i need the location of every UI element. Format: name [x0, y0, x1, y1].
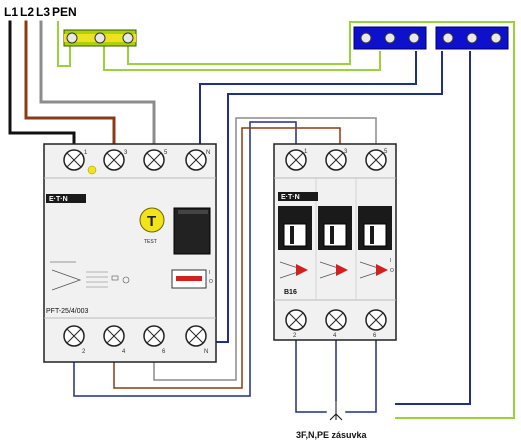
wire-mcb-out-1 — [295, 333, 327, 413]
wire-mcb-out-3 — [345, 333, 377, 413]
mcb-rating: B16 — [284, 289, 297, 296]
rcd-bottom-terminals: 2 4 6 N — [63, 325, 208, 355]
rcd-bottom-terminal-label-4: 4 — [122, 349, 126, 355]
rcd-test-button[interactable] — [139, 207, 165, 233]
socket-label: 3F,N,PE zásuvka — [296, 430, 368, 440]
mcb-trip-indicators — [279, 261, 388, 279]
label-l1: L1 — [4, 5, 18, 19]
rcd-test-label: TEST — [144, 239, 157, 245]
label-pen: PEN — [52, 5, 77, 19]
mcb-status-o: O — [390, 268, 394, 274]
pe-screw-3 — [122, 32, 134, 44]
pe-screw-2 — [94, 32, 106, 44]
rcd-brand: E·T·N — [49, 196, 68, 203]
mcb-levers[interactable] — [278, 206, 392, 250]
rcd-status-o: O — [209, 279, 213, 285]
wire-rcd-l3-out — [153, 117, 377, 381]
wire-pe-main — [127, 21, 515, 419]
mcb-bottom-terminal-label-6: 6 — [373, 333, 377, 339]
label-l2: L2 — [20, 5, 34, 19]
rcd-top-terminals: 1 3 5 N — [63, 149, 210, 171]
wire-pe-bar-1 — [103, 43, 381, 71]
rcd-status-i: I — [209, 270, 210, 276]
rcd-bottom-terminal-label-2: 2 — [82, 349, 86, 355]
rcd-toggle-lever[interactable] — [173, 207, 211, 255]
mcb-bottom-terminal-label-4: 4 — [333, 333, 337, 339]
wires — [8, 20, 515, 419]
mcb-bottom-terminals: 2 4 6 — [285, 309, 387, 339]
wire-n-bar2 — [201, 51, 443, 343]
wire-rcd-l2-out — [113, 127, 341, 389]
mcb-bottom-terminal-label-2: 2 — [293, 333, 297, 339]
supply-labels: L1 L2 L3 PEN — [4, 5, 77, 19]
rcd-bottom-terminal-label-n: N — [204, 349, 208, 355]
rcd-brand-strip — [46, 194, 86, 203]
rcd-top-terminal-label-3: 3 — [124, 150, 128, 156]
mcb-top-terminal-label-1: 1 — [304, 149, 308, 155]
wire-l3 — [39, 20, 156, 154]
wire-l1 — [8, 20, 76, 154]
mcb-brand: E·T·N — [281, 194, 300, 201]
wire-n-supply — [199, 51, 417, 153]
n-terminal-bar-2 — [435, 26, 509, 50]
socket-symbol: 3F,N,PE zásuvka — [296, 400, 368, 440]
rcd-test-button-letter: T — [147, 213, 156, 230]
wire-pen — [57, 21, 71, 67]
rcd-device: 1 3 5 N E·T·N T TEST I O PFT-25/4/003 — [43, 143, 217, 363]
rcd-top-terminal-label-5: 5 — [164, 150, 168, 156]
wire-n-socket — [395, 51, 471, 405]
mcb-top-terminal-label-3: 3 — [344, 149, 348, 155]
rcd-top-terminal-label-n: N — [206, 150, 210, 156]
mcb-top-terminals: 1 3 5 — [285, 149, 388, 171]
mcb-brand-strip — [278, 192, 318, 201]
rcd-bottom-terminal-label-6: 6 — [162, 349, 166, 355]
n-terminal-bar-1 — [353, 26, 427, 50]
pe-terminal-bar — [63, 29, 137, 47]
mcb-top-terminal-label-5: 5 — [384, 149, 388, 155]
rcd-indicator — [87, 165, 97, 175]
rcd-top-terminal-label-1: 1 — [84, 150, 88, 156]
wire-l2 — [24, 20, 116, 154]
wire-rcd-l1-out — [73, 121, 297, 397]
label-l3: L3 — [36, 5, 50, 19]
mcb-device: 1 3 5 E·T·N I O — [273, 143, 397, 341]
rcd-model: PFT-25/4/003 — [46, 308, 89, 315]
pe-screw-1 — [66, 32, 78, 44]
mcb-status-i: I — [390, 258, 391, 264]
